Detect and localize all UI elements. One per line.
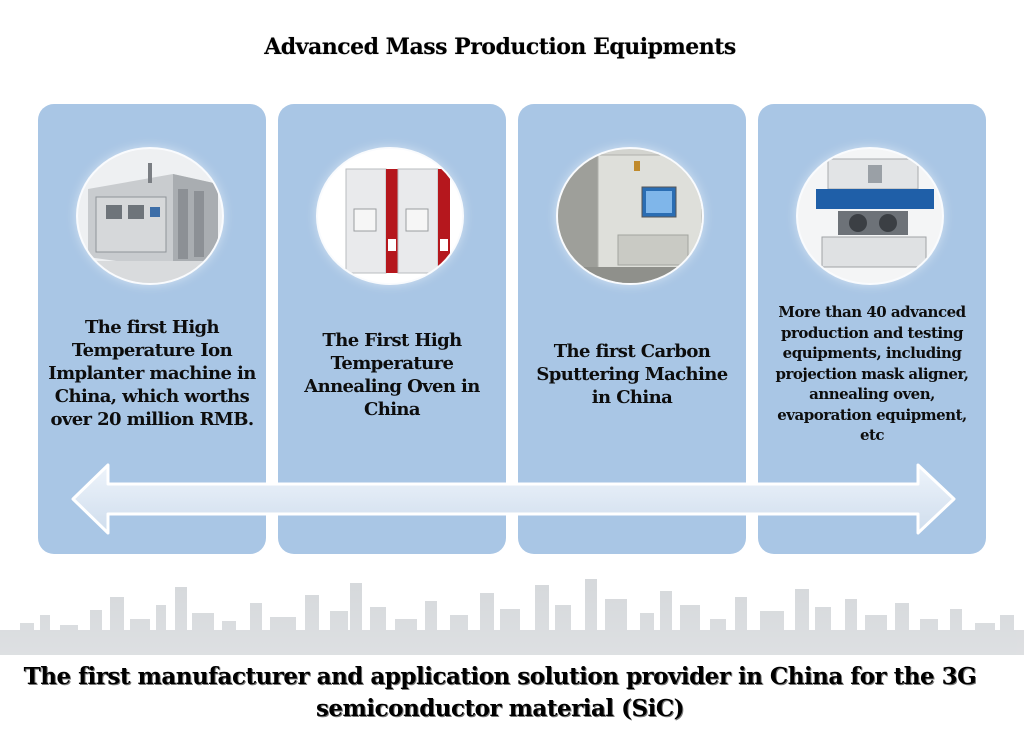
annealing-oven-photo (318, 149, 462, 283)
card-text: The first High Temperature Ion Implanter… (48, 317, 256, 430)
equipment-card-annealing-oven: The First High Temperature Annealing Ove… (278, 104, 506, 554)
equipment-card-carbon-sputtering: The first Carbon Sputtering Machine in C… (518, 104, 746, 554)
ion-implanter-machine-photo (78, 149, 222, 283)
city-skyline-graphic (0, 575, 1024, 655)
timeline-double-arrow-icon (71, 463, 956, 535)
page-title: Advanced Mass Production Equipments (264, 34, 736, 60)
equipment-card-ion-implanter: The first High Temperature Ion Implanter… (38, 104, 266, 554)
carbon-sputtering-machine-photo (558, 149, 702, 283)
equipment-card-mask-aligner: More than 40 advanced production and tes… (758, 104, 986, 554)
card-text: The first Carbon Sputtering Machine in C… (536, 341, 728, 408)
company-tagline: The first manufacturer and application s… (23, 663, 977, 722)
card-text: The First High Temperature Annealing Ove… (304, 330, 480, 420)
card-text: More than 40 advanced production and tes… (775, 303, 970, 444)
mask-aligner-photo (798, 149, 942, 283)
